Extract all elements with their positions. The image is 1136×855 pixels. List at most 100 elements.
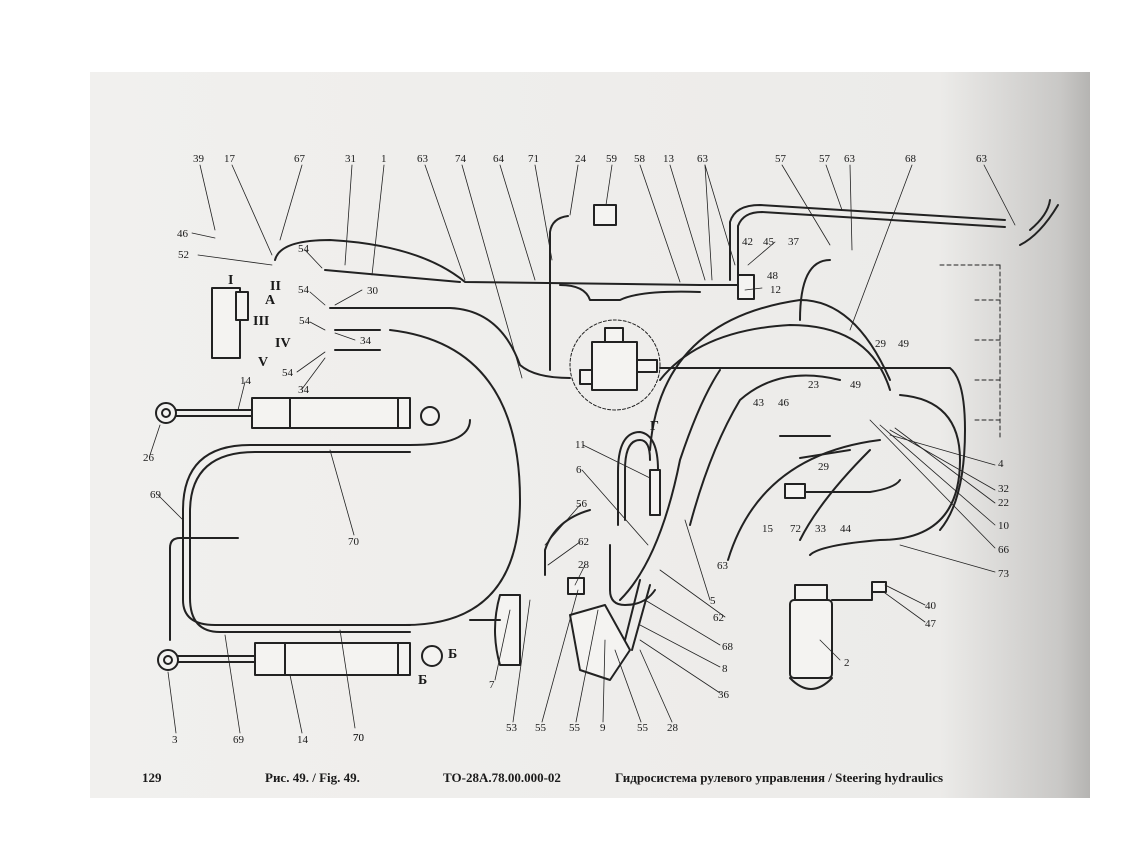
callout: 64 (493, 153, 505, 165)
callout: 49 (850, 379, 862, 391)
callout: 37 (788, 236, 800, 248)
callout: 14 (240, 375, 252, 387)
callout: 17 (224, 153, 236, 165)
pump-body (211, 287, 249, 359)
callout: 70 (348, 536, 360, 548)
callout: 70 (353, 732, 365, 744)
callout: 53 (506, 722, 518, 734)
callout: 48 (767, 270, 779, 282)
callout: 54 (298, 243, 310, 255)
callout: 68 (722, 641, 734, 653)
callout: 26 (143, 452, 155, 464)
callout: 22 (998, 497, 1009, 509)
figure-title: Гидросистема рулевого управления / Steer… (615, 770, 944, 785)
steering-cylinder-upper (155, 397, 440, 429)
callout: 43 (753, 397, 765, 409)
callout: 47 (925, 618, 937, 630)
callout: 9 (600, 722, 606, 734)
callout: 54 (299, 315, 311, 327)
callout: 40 (925, 600, 937, 612)
port-B-1: Б (448, 647, 457, 662)
callout: 29 (875, 338, 887, 350)
callout: 42 (742, 236, 753, 248)
callout: 63 (717, 560, 729, 572)
callout: 67 (294, 153, 306, 165)
callout: 3 (172, 734, 178, 746)
cylinder-hose-loop (169, 329, 521, 641)
callout: 1 (381, 153, 387, 165)
callout: 32 (998, 483, 1009, 495)
callout: 63 (976, 153, 988, 165)
callouts-left: 46 52 54 54 30 54 34 54 34 14 26 69 (143, 228, 379, 501)
callout: 71 (528, 153, 539, 165)
callout: 73 (998, 568, 1010, 580)
scanned-page (90, 72, 1090, 798)
callout: 70 (353, 732, 365, 744)
callout: 62 (578, 536, 589, 548)
callouts-middle: 42 45 37 48 12 11 6 56 62 28 70 70 (348, 236, 800, 744)
callout: 30 (367, 285, 379, 297)
callout: 7 (489, 679, 495, 691)
leader-lines (149, 164, 1016, 734)
callout: 23 (808, 379, 820, 391)
port-A: А (265, 293, 276, 308)
callout: 33 (815, 523, 827, 535)
figure-label: Рис. 49. / Fig. 49. (265, 770, 360, 785)
port-B-2: Б (418, 673, 427, 688)
right-dashed-lines (939, 264, 1001, 441)
port-G: Г (650, 419, 659, 434)
callout: 52 (178, 249, 189, 261)
callout: 39 (193, 153, 205, 165)
return-loops (619, 259, 961, 601)
callout: 10 (998, 520, 1010, 532)
callout: 13 (663, 153, 675, 165)
top-right-pipes (593, 199, 1059, 300)
document-code: ТО-28А.78.00.000-02 (443, 770, 561, 785)
callout: 55 (569, 722, 581, 734)
sensor-fittings (779, 435, 901, 499)
filter (789, 581, 887, 690)
callout: 29 (818, 461, 830, 473)
callout: 28 (667, 722, 679, 734)
marker-IV: IV (275, 336, 291, 351)
callout: 12 (770, 284, 781, 296)
lower-valve-cluster (469, 577, 651, 681)
callouts-top: 39 17 67 31 1 63 74 64 71 24 59 58 13 63… (193, 153, 988, 165)
callout: 69 (150, 489, 162, 501)
marker-I: I (228, 273, 233, 288)
callout: 72 (790, 523, 801, 535)
callout: 5 (710, 595, 716, 607)
callout: 59 (606, 153, 618, 165)
callout: 36 (718, 689, 730, 701)
callout: 63 (844, 153, 856, 165)
callout: 49 (898, 338, 910, 350)
callout: 69 (233, 734, 245, 746)
callout: 31 (345, 153, 356, 165)
callout: 66 (998, 544, 1010, 556)
callout: 28 (578, 559, 590, 571)
callout: 24 (575, 153, 587, 165)
callout: 45 (763, 236, 775, 248)
callout: 58 (634, 153, 646, 165)
marker-III: III (253, 314, 269, 329)
callout: 2 (844, 657, 850, 669)
page-number: 129 (142, 770, 162, 785)
callout: 55 (637, 722, 649, 734)
steering-cylinder-lower (157, 642, 443, 676)
callout: 63 (417, 153, 429, 165)
callout: 55 (535, 722, 547, 734)
middle-hoses (544, 431, 661, 606)
callout: 74 (455, 153, 467, 165)
callout: 11 (575, 439, 586, 451)
callout: 15 (762, 523, 774, 535)
callout: 8 (722, 663, 728, 675)
callout: 4 (998, 458, 1004, 470)
top-hoses (274, 215, 966, 531)
marker-II: II (270, 279, 281, 294)
callout: 63 (697, 153, 709, 165)
callout: 6 (576, 464, 582, 476)
page-footer: 129 Рис. 49. / Fig. 49. ТО-28А.78.00.000… (0, 770, 1136, 790)
callouts-bottom: 3 69 14 70 7 53 55 55 9 55 28 (172, 679, 679, 746)
callout: 57 (775, 153, 787, 165)
